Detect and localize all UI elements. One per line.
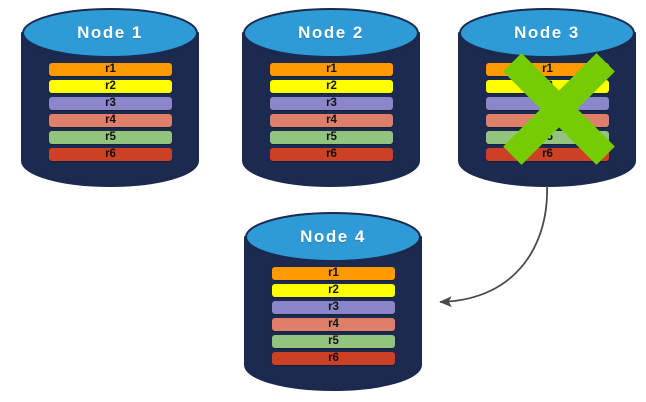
node-1-row-r3[interactable]: r3 — [49, 97, 172, 110]
node-1-row-r6[interactable]: r6 — [49, 148, 172, 161]
cylinder-top-cap — [243, 8, 419, 58]
node-4-row-r5[interactable]: r5 — [272, 335, 395, 348]
node-4-row-r3[interactable]: r3 — [272, 301, 395, 314]
cylinder-top-cap — [245, 212, 421, 262]
node-1-row-r2[interactable]: r2 — [49, 80, 172, 93]
node-2-row-r1[interactable]: r1 — [270, 63, 393, 76]
node-3-row-r1[interactable]: r1 — [486, 63, 609, 76]
node-4-row-r2[interactable]: r2 — [272, 284, 395, 297]
cylinder-top-cap — [459, 8, 635, 58]
node-3-row-r3[interactable]: r3 — [486, 97, 609, 110]
node-1-row-r5[interactable]: r5 — [49, 131, 172, 144]
node-1-row-r4[interactable]: r4 — [49, 114, 172, 127]
node-4-row-r4[interactable]: r4 — [272, 318, 395, 331]
node-3-row-r5[interactable]: r5 — [486, 131, 609, 144]
node-1-row-r1[interactable]: r1 — [49, 63, 172, 76]
node-3-row-r6[interactable]: r6 — [486, 148, 609, 161]
node-2-row-r4[interactable]: r4 — [270, 114, 393, 127]
node-2-row-r2[interactable]: r2 — [270, 80, 393, 93]
node-2-row-r3[interactable]: r3 — [270, 97, 393, 110]
node-4-row-r6[interactable]: r6 — [272, 352, 395, 365]
node-3-row-r2[interactable]: r2 — [486, 80, 609, 93]
node-2-row-r5[interactable]: r5 — [270, 131, 393, 144]
node-2-row-r6[interactable]: r6 — [270, 148, 393, 161]
cylinder-top-cap — [22, 8, 198, 58]
node-4-row-r1[interactable]: r1 — [272, 267, 395, 280]
node-3-row-r4[interactable]: r4 — [486, 114, 609, 127]
